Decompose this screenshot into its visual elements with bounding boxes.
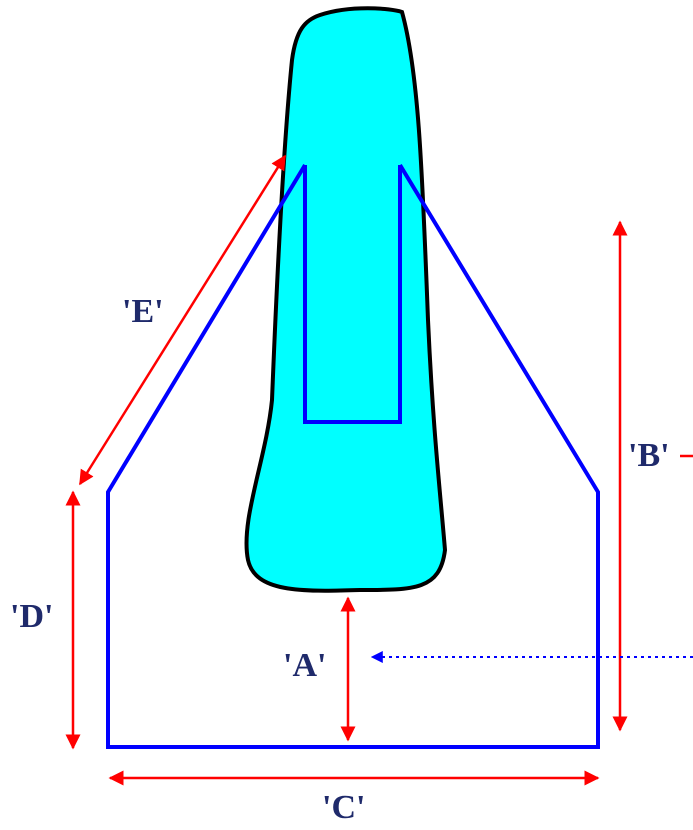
- label-e: 'E': [122, 293, 164, 330]
- inner-post-outline: [303, 165, 402, 424]
- dimension-e-line: [78, 154, 287, 486]
- label-a: 'A': [283, 647, 326, 684]
- label-d: 'D': [10, 598, 53, 635]
- tooth-shape: [244, 6, 448, 593]
- label-b: 'B': [628, 437, 670, 474]
- label-c: 'C': [322, 789, 365, 825]
